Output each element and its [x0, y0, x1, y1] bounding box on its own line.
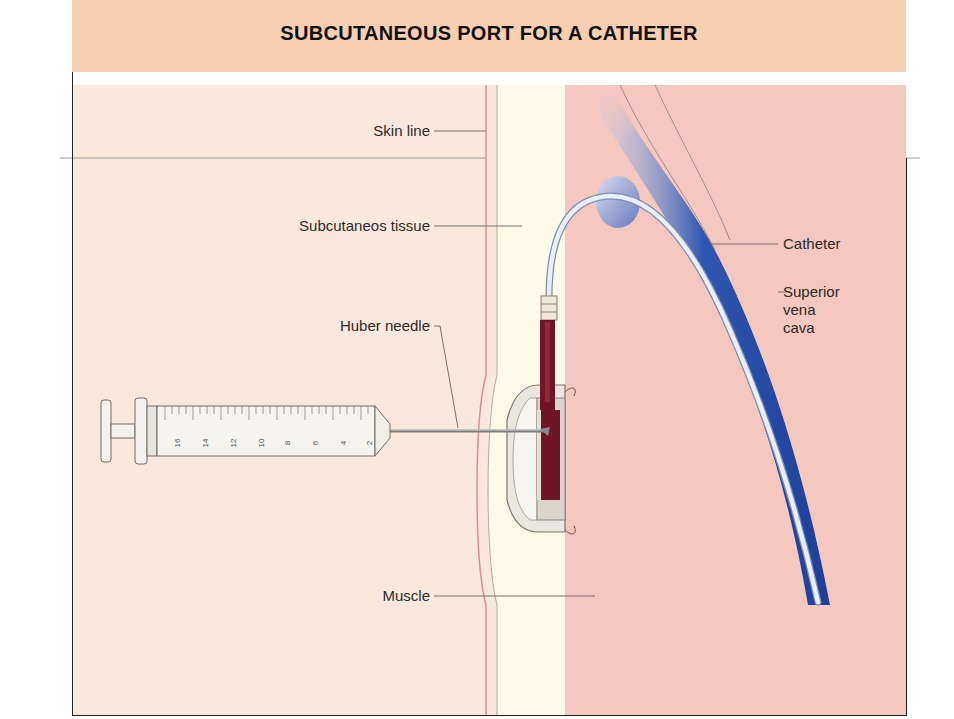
scale-number: 16 — [174, 439, 182, 448]
part-label: Muscle — [382, 587, 430, 605]
scale-number: 4 — [340, 441, 348, 445]
part-label: Superior vena cava — [783, 283, 847, 337]
part-label: Huber needle — [340, 317, 430, 335]
part-label: Catheter — [783, 235, 841, 253]
part-label: Skin line — [373, 122, 430, 140]
scale-number: 12 — [230, 439, 238, 448]
scale-number: 6 — [312, 441, 320, 445]
scale-number: 14 — [202, 439, 210, 448]
part-label: Subcutaneos tissue — [299, 217, 430, 235]
scale-number: 2 — [366, 441, 374, 445]
scale-number: 8 — [284, 441, 292, 445]
diagram-title: SUBCUTANEOUS PORT FOR A CATHETER — [72, 22, 906, 45]
scale-number: 10 — [258, 439, 266, 448]
